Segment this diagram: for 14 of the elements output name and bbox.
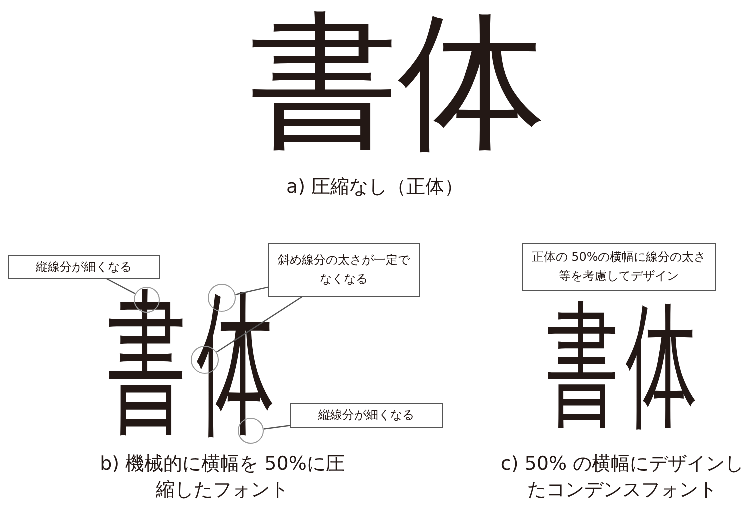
caption: a) 圧縮なし（正体） [285,175,465,200]
leader-line [264,425,290,430]
caption: b) 機械的に横幅を 50%に圧縮したフォント [99,452,346,503]
leader-line [106,278,136,294]
large-sample-glyphs: 書体 [250,8,546,156]
callout-box: 縦線分が細くなる [290,403,443,428]
callout-box: 斜め線分の太さが一定でなくなる [268,243,420,297]
caption: c) 50% の横幅にデザインしたコンデンスフォント [500,452,746,503]
leader-line [216,296,303,353]
callout-box: 縦線分が細くなる [8,255,160,279]
leader-line [236,286,268,296]
highlight-circle [134,287,160,313]
callout-box: 正体の 50%の横幅に線分の太さ等を考慮してデザイン [522,243,716,291]
condensed-sample-glyphs: 書体 [547,298,705,433]
